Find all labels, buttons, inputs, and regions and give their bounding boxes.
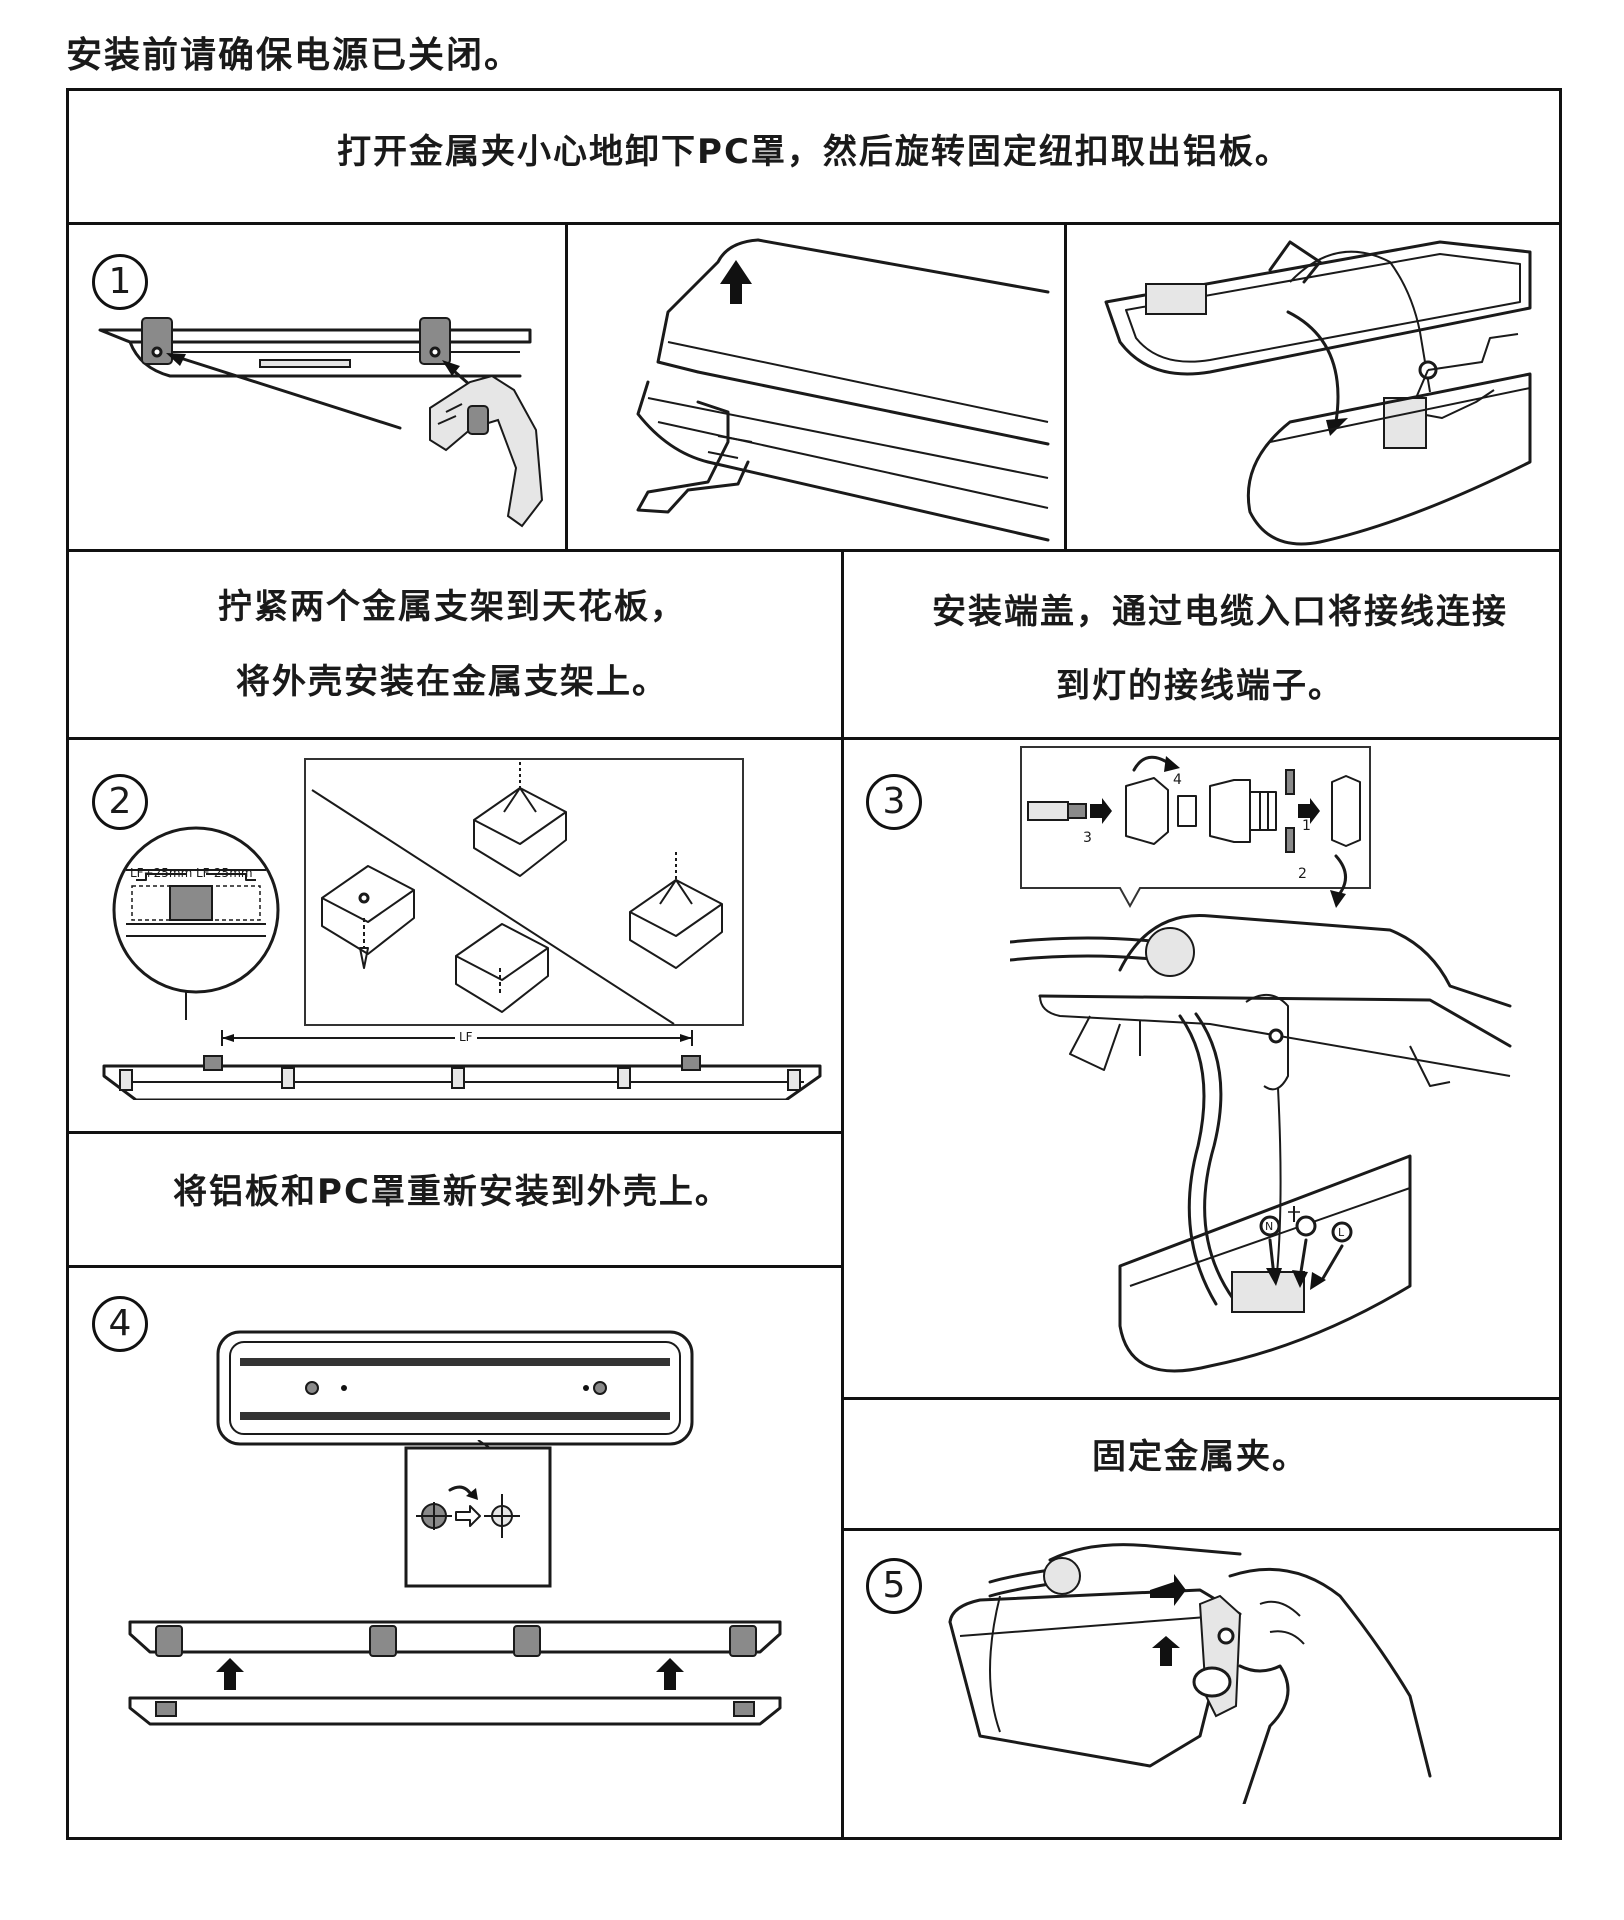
bracket-detail-icon bbox=[169, 885, 213, 921]
up-arrow-icon bbox=[664, 1670, 676, 1690]
step3-cable-gland-assembly bbox=[1020, 746, 1371, 909]
step3-order-1: 1 bbox=[1302, 818, 1311, 834]
divider bbox=[841, 549, 844, 1837]
insert-arrow-icon bbox=[1090, 798, 1112, 824]
lf-plus-25mm-label: LF+25mm bbox=[130, 866, 193, 880]
step5-number-badge: 5 bbox=[866, 1558, 922, 1614]
step2-caption-line2: 将外壳安装在金属支架上。 bbox=[236, 662, 668, 702]
step5-caption: 固定金属夹。 bbox=[1092, 1437, 1308, 1477]
terminal-l-label: L bbox=[1338, 1226, 1345, 1239]
step3-number-badge: 3 bbox=[866, 774, 922, 830]
lf-minus-25mm-label: LF-25mm bbox=[196, 866, 253, 880]
step4-reinstall-pc-cover-illustration bbox=[128, 1620, 782, 1726]
step3-wiring-illustration bbox=[1010, 913, 1512, 1373]
step5-secure-metal-clip-illustration bbox=[948, 1543, 1432, 1804]
step1-number-badge: 1 bbox=[92, 254, 148, 310]
divider bbox=[69, 549, 1559, 552]
step4-twist-knob-detail bbox=[404, 1440, 552, 1588]
step1-clip-release-illustration bbox=[98, 317, 544, 528]
divider bbox=[69, 737, 1559, 740]
divider bbox=[841, 1397, 1559, 1400]
divider bbox=[69, 1131, 841, 1134]
step3-order-2: 2 bbox=[1298, 866, 1307, 882]
turn-arrow-icon bbox=[1164, 756, 1180, 772]
step1-remove-aluminium-plate-illustration bbox=[1104, 240, 1532, 546]
step2-ceiling-bracket-illustration bbox=[304, 758, 744, 1026]
step4-aluminium-plate-illustration bbox=[216, 1330, 694, 1446]
divider bbox=[565, 222, 568, 549]
lf-dimension-label: LF bbox=[455, 1030, 477, 1044]
up-arrow-icon bbox=[224, 1670, 236, 1690]
step4-number-badge: 4 bbox=[92, 1296, 148, 1352]
step3-caption-line1: 安装端盖，通过电缆入口将接线连接 bbox=[932, 592, 1508, 632]
step2-fixture-mounted-illustration bbox=[102, 1030, 822, 1100]
divider bbox=[69, 222, 1559, 225]
rotate-arrow-icon bbox=[1326, 418, 1348, 436]
step1-remove-pc-cover-illustration bbox=[636, 238, 1050, 542]
up-arrow-icon bbox=[1152, 1636, 1180, 1666]
wire-n-arrow-icon bbox=[1266, 1268, 1282, 1286]
divider bbox=[69, 1265, 841, 1268]
push-arrow-icon bbox=[1150, 1574, 1186, 1606]
divider bbox=[841, 1528, 1559, 1531]
turn-arrow-icon bbox=[1330, 890, 1346, 908]
instruction-frame bbox=[66, 88, 1562, 1840]
step2-caption-line1: 拧紧两个金属支架到天花板， bbox=[218, 587, 686, 627]
step2-number-badge: 2 bbox=[92, 774, 148, 830]
step3-order-4: 4 bbox=[1173, 772, 1182, 788]
step3-caption-line2: 到灯的接线端子。 bbox=[1056, 666, 1344, 706]
terminal-n-label: N bbox=[1265, 1220, 1274, 1233]
wire-earth-arrow-icon bbox=[1292, 1270, 1308, 1288]
step1-caption: 打开金属夹小心地卸下PC罩，然后旋转固定纽扣取出铝板。 bbox=[337, 132, 1291, 172]
divider bbox=[1064, 222, 1067, 549]
metal-clip-icon bbox=[419, 317, 451, 365]
up-arrow-icon bbox=[720, 260, 752, 304]
wire-l-arrow-icon bbox=[1310, 1272, 1326, 1290]
step2-bracket-spacing-detail bbox=[112, 826, 280, 1020]
metal-clip-icon bbox=[141, 317, 173, 365]
step4-caption: 将铝板和PC罩重新安装到外壳上。 bbox=[173, 1172, 731, 1212]
push-arrow-icon bbox=[1298, 798, 1320, 824]
step3-order-3: 3 bbox=[1083, 830, 1092, 846]
power-off-note: 安装前请确保电源已关闭。 bbox=[66, 35, 523, 76]
